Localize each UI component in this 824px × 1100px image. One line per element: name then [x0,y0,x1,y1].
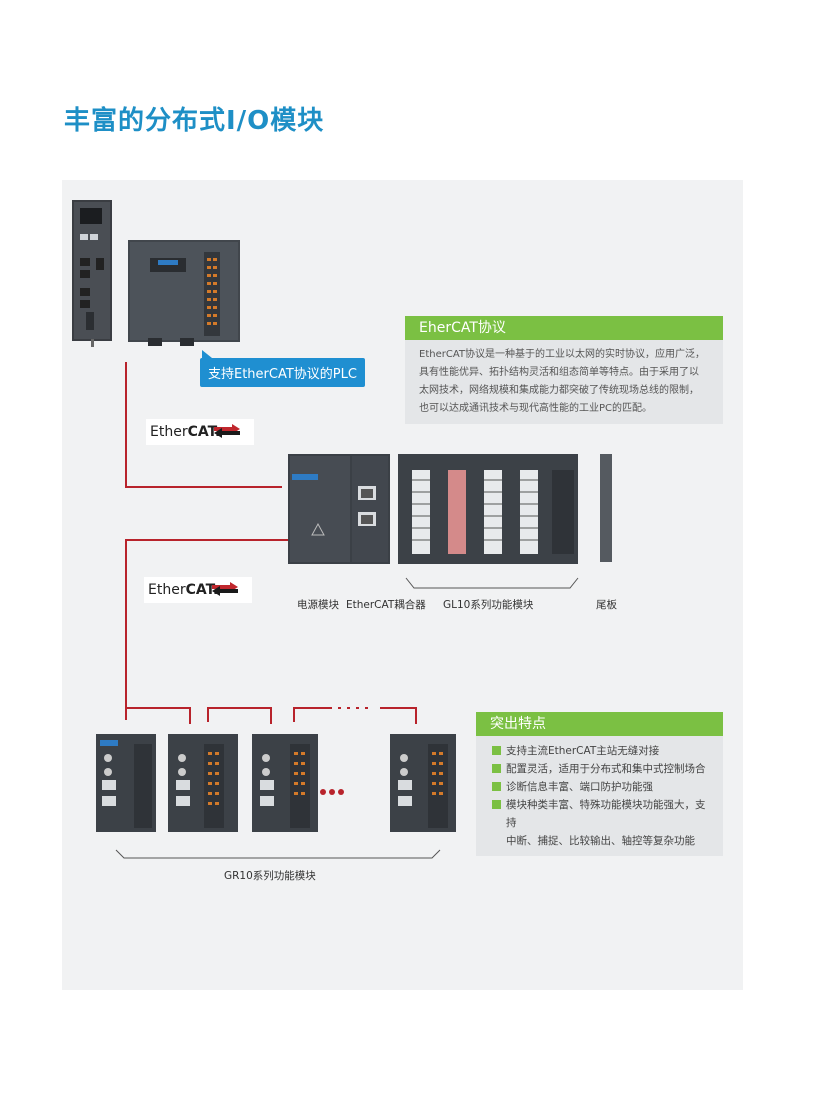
ethercat-logo-prefix: Ether [150,424,188,440]
cable-gr10-2-3 [207,707,272,724]
features-box: 突出特点 支持主流EtherCAT主站无缝对接 配置灵活，适用于分布式和集中式控… [476,712,723,856]
protocol-box-title: EherCAT协议 [405,316,723,340]
plc-callout: 支持EtherCAT协议的PLC [200,350,365,387]
feature-text: 模块种类丰富、特殊功能模块功能强大，支持 [506,799,706,829]
feature-item-continuation: 中断、捕捉、比较输出、轴控等复杂功能 [492,832,711,850]
cable-gr10-1-2 [125,707,191,724]
ethercat-arrows-icon [214,424,240,438]
protocol-box-body: EtherCAT协议是一种基于的工业以太网的实时协议，应用广泛， 具有性能优异、… [405,340,723,424]
gr10-unit-2 [168,734,238,832]
protocol-line: 也可以达成通讯技术与现代高性能的工业PC的匹配。 [419,403,653,414]
bullet-square-icon [492,800,501,809]
label-tail-plate: 尾板 [596,599,617,611]
feature-item: 配置灵活，适用于分布式和集中式控制场合 [492,760,711,778]
cable-gr10-3-a [293,707,332,722]
feature-item: 支持主流EtherCAT主站无缝对接 [492,742,711,760]
ethercat-logo-2: EtherCAT. [144,577,252,603]
ethercat-logo-bold: CAT. [187,424,221,440]
features-box-title: 突出特点 [476,712,723,736]
feature-text: 支持主流EtherCAT主站无缝对接 [506,745,660,757]
gr10-unit-1 [96,734,156,832]
ethercat-coupler-image [288,454,390,564]
feature-text: 诊断信息丰富、端口防护功能强 [506,781,653,793]
feature-text: 中断、捕捉、比较输出、轴控等复杂功能 [506,835,695,847]
cable-gr10-last [380,707,417,724]
feature-text: 配置灵活，适用于分布式和集中式控制场合 [506,763,706,775]
plc-device-image [128,240,240,346]
label-ethercat-coupler: EtherCAT耦合器 [346,599,426,611]
bullet-square-icon [492,782,501,791]
protocol-line: 具有性能优异、拓扑结构灵活和组态简单等特点。由于采用了以 [419,367,699,378]
features-list: 支持主流EtherCAT主站无缝对接 配置灵活，适用于分布式和集中式控制场合 诊… [476,736,723,860]
label-power-module: 电源模块 [297,599,339,611]
cable-plc-to-coupler [125,362,282,488]
ethercat-logo-bold: CAT. [185,582,219,598]
feature-item: 模块种类丰富、特殊功能模块功能强大，支持 [492,796,711,832]
label-gr10-modules: GR10系列功能模块 [224,870,316,882]
protocol-line: EtherCAT协议是一种基于的工业以太网的实时协议，应用广泛， [419,349,705,360]
gl10-modules-image [398,454,578,564]
ethercat-cables [125,362,417,724]
protocol-box: EherCAT协议 EtherCAT协议是一种基于的工业以太网的实时协议，应用广… [405,316,723,424]
ellipsis-dots [320,789,344,795]
protocol-line: 太网技术，网络规模和集成能力都突破了传统现场总线的限制， [419,385,699,396]
gr10-unit-3 [252,734,318,832]
bullet-square-icon [492,746,501,755]
ethercat-logo-prefix: Ether [148,582,186,598]
ipc-device-image [72,200,112,347]
feature-item: 诊断信息丰富、端口防护功能强 [492,778,711,796]
gl10-bracket [405,577,579,589]
gr10-modules-image [96,734,456,832]
gr10-unit-4 [390,734,456,832]
gr10-bracket [115,849,441,859]
ethercat-logo: EtherCAT. [146,419,254,445]
cable-coupler-to-gr10 [125,539,290,720]
tail-plate-image [600,454,612,562]
ethercat-arrows-icon [212,582,238,596]
page-title: 丰富的分布式I/O模块 [64,106,325,136]
label-gl10-modules: GL10系列功能模块 [443,599,534,611]
bullet-square-icon [492,764,501,773]
